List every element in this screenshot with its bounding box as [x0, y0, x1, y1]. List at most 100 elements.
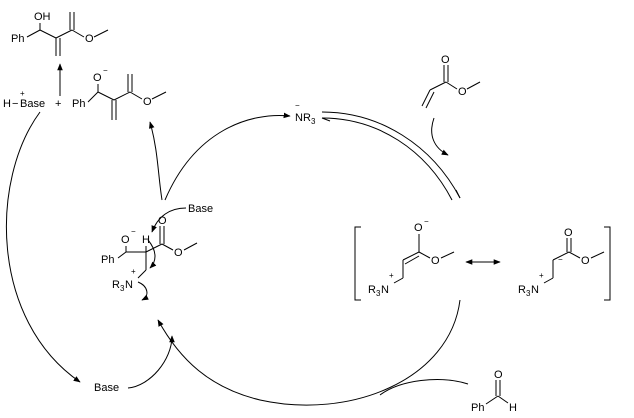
enolate-n: N [381, 284, 389, 296]
carbanion-sub: 3 [526, 289, 531, 298]
enolate-o-charge: − [424, 217, 429, 226]
alkoxide-o: O [93, 72, 102, 84]
enolate-n-charge: + [389, 271, 394, 280]
intermediate-n: N [125, 279, 133, 291]
alkoxide-bond [129, 91, 143, 100]
enolate-o-ester: O [431, 255, 440, 267]
intermediate-n-charge: + [131, 267, 136, 276]
acrylate: O O [421, 54, 481, 109]
intermediate-base: Base [188, 203, 213, 215]
plus-sign: + [55, 98, 61, 110]
zwitterion-enolate: O − O R 3 N + [368, 217, 455, 298]
benzaldehyde-feed-arrow [379, 379, 469, 396]
acrylate-bond [466, 81, 481, 90]
amine-charge: − [295, 101, 300, 110]
benzaldehyde-ph: Ph [471, 402, 484, 414]
alkoxide-charge: − [103, 66, 108, 75]
protonated-base-h: H [3, 98, 11, 110]
alkoxide-ph: Ph [72, 98, 85, 110]
protonated-base-label: Base [20, 98, 45, 110]
bracket-right [604, 226, 611, 301]
alkoxide-product: O − Ph O [72, 66, 167, 120]
base-regeneration-arrow [5, 111, 81, 383]
intermediate-o: O [121, 234, 130, 246]
protonated-base-dash: − [12, 98, 18, 110]
equilibrium-arrow-back [321, 117, 453, 201]
benzaldehyde-h: H [509, 402, 517, 414]
acrylate-o-top: O [441, 54, 450, 66]
intermediate-o-ester: O [174, 247, 183, 259]
intermediate-bond [117, 251, 127, 259]
acrylate-bond [421, 89, 431, 107]
elimination-to-product-arrow [149, 121, 163, 201]
benzaldehyde-bond [485, 395, 499, 405]
intermediate-bond [145, 243, 163, 253]
acrylate-o-ester: O [458, 86, 467, 98]
carbanion-o-ester: O [581, 255, 590, 267]
intermediate-ph: Ph [101, 254, 114, 266]
product-bond [71, 29, 85, 38]
equilibrium-head [455, 189, 461, 199]
alkoxide-ester-o: O [143, 96, 152, 108]
enolate-o-top: O [414, 222, 423, 234]
enolate-bond [440, 251, 455, 259]
carbanion-bond [568, 251, 581, 259]
carbanion-o-top: O [564, 227, 573, 239]
base-return-arrow [127, 335, 175, 389]
alkoxide-bond [151, 91, 167, 100]
intermediate-sub: 3 [120, 284, 125, 293]
product-oh: OH [34, 11, 51, 23]
intermediate-o-charge: − [131, 227, 136, 236]
zwitterion-carbanion: O − O R 3 N + [518, 227, 605, 298]
carbanion-bond [543, 277, 554, 284]
acrylate-bond [425, 91, 435, 109]
acrylate-bond [445, 81, 458, 90]
product-ph: Ph [11, 33, 24, 45]
amine-n: N [295, 112, 303, 124]
intermediate-r: R [112, 279, 120, 291]
enolate-sub: 3 [376, 289, 381, 298]
acrylate-addition-arrow [431, 117, 449, 156]
enolate-bond [418, 251, 431, 259]
protonated-base: + H − Base + [3, 89, 61, 110]
benzaldehyde: Ph O H [471, 369, 517, 414]
enolate-bond [402, 251, 420, 261]
intermediate-carbonyl-o: O [158, 215, 167, 227]
intermediate-h: H [142, 234, 150, 246]
intermediate-bond [137, 269, 147, 279]
product-bond [55, 29, 73, 39]
carbanion-n: N [531, 284, 539, 296]
equilibrium-arrow-forward [321, 111, 461, 199]
alkoxide-bond [97, 91, 115, 101]
intermediate-bond [183, 242, 198, 251]
carbanion-bond [590, 251, 605, 259]
equilibrium-head [321, 117, 331, 122]
protonated-base-charge: + [20, 89, 25, 98]
catalyst-release-arrow [164, 112, 291, 201]
enolate-r: R [368, 284, 376, 296]
product-bond [93, 29, 109, 38]
enolate-bond [404, 255, 420, 265]
bracket-left [354, 226, 361, 301]
acrylate-bond [429, 81, 447, 91]
carbanion-r: R [518, 284, 526, 296]
enolate-formation-arrow [147, 239, 157, 269]
alkoxide-bond [113, 91, 131, 101]
alkoxide-bond [87, 91, 99, 103]
product-bond [39, 29, 57, 39]
intermediate-bond [161, 243, 174, 251]
carbanion-charge: − [558, 255, 563, 264]
elimination-arrow [137, 281, 149, 301]
amine-catalyst: − N R 3 [295, 101, 316, 126]
aldol-intermediate: O − H Ph O O R 3 N + Base [101, 203, 213, 301]
benzaldehyde-o: O [494, 369, 503, 381]
carbanion-bond [552, 251, 570, 261]
base-bottom: Base [94, 382, 119, 394]
product-bond [26, 29, 41, 38]
carbanion-n-charge: + [539, 271, 544, 280]
amine-sub: 3 [311, 117, 316, 126]
product-ester-o: O [85, 33, 94, 45]
amine-r: R [303, 112, 311, 124]
